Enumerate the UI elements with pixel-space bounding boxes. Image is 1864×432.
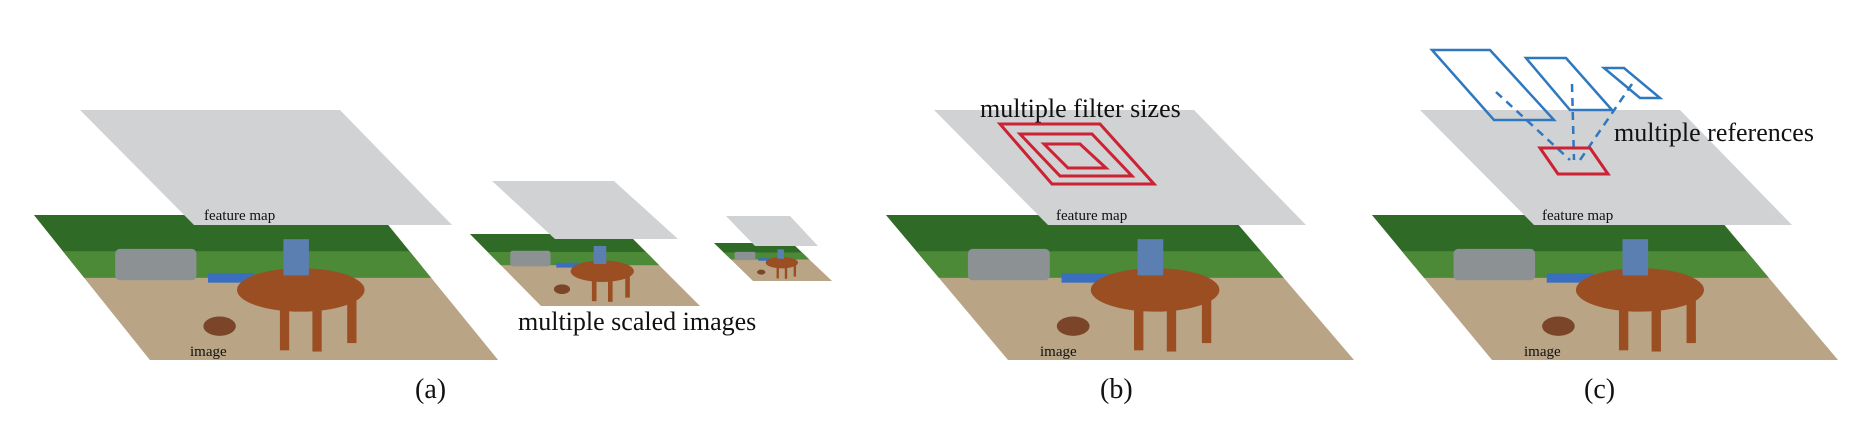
panel-label-a: (a): [415, 374, 446, 405]
panel-b: multiple filter sizes feature map image …: [886, 94, 1354, 405]
caption-multiple-references: multiple references: [1614, 118, 1814, 147]
panel-label-c: (c): [1584, 374, 1615, 405]
reference-dash-1: [1495, 91, 1571, 161]
feature-map-plane: [1420, 110, 1792, 225]
image-label: image: [1524, 344, 1561, 360]
anchor-box: [1537, 146, 1611, 176]
filter-box-medium: [1016, 132, 1136, 178]
panel-c: multiple references feature map image (c…: [1372, 48, 1838, 405]
feature-map-label: feature map: [204, 208, 275, 224]
panel-label-b: (b): [1100, 374, 1133, 405]
feature-map-plane: [80, 110, 452, 225]
reference-box-small: [1600, 66, 1664, 100]
image-plane: [1372, 215, 1838, 360]
feature-map-plane: [934, 110, 1306, 225]
caption-multiple-filter-sizes: multiple filter sizes: [980, 94, 1181, 123]
image-plane-large: [34, 215, 498, 360]
filter-boxes: [996, 122, 1158, 186]
photo-image: [34, 215, 498, 360]
image-label: image: [190, 344, 227, 360]
image-plane-small: [714, 243, 832, 281]
reference-box-large: [1429, 48, 1557, 122]
feature-map-label: feature map: [1056, 208, 1127, 224]
panel-a: feature map image multiple scaled images…: [34, 110, 832, 405]
image-plane: [886, 215, 1354, 360]
feature-map-plane: [726, 216, 818, 246]
caption-multiple-scaled-images: multiple scaled images: [518, 307, 756, 336]
image-plane-medium: [470, 234, 700, 306]
reference-box-medium: [1523, 56, 1615, 112]
filter-box-large: [996, 122, 1158, 186]
feature-map-plane: [492, 181, 678, 239]
image-label: image: [1040, 344, 1077, 360]
filter-box-small: [1040, 142, 1110, 170]
feature-map-label: feature map: [1542, 208, 1613, 224]
